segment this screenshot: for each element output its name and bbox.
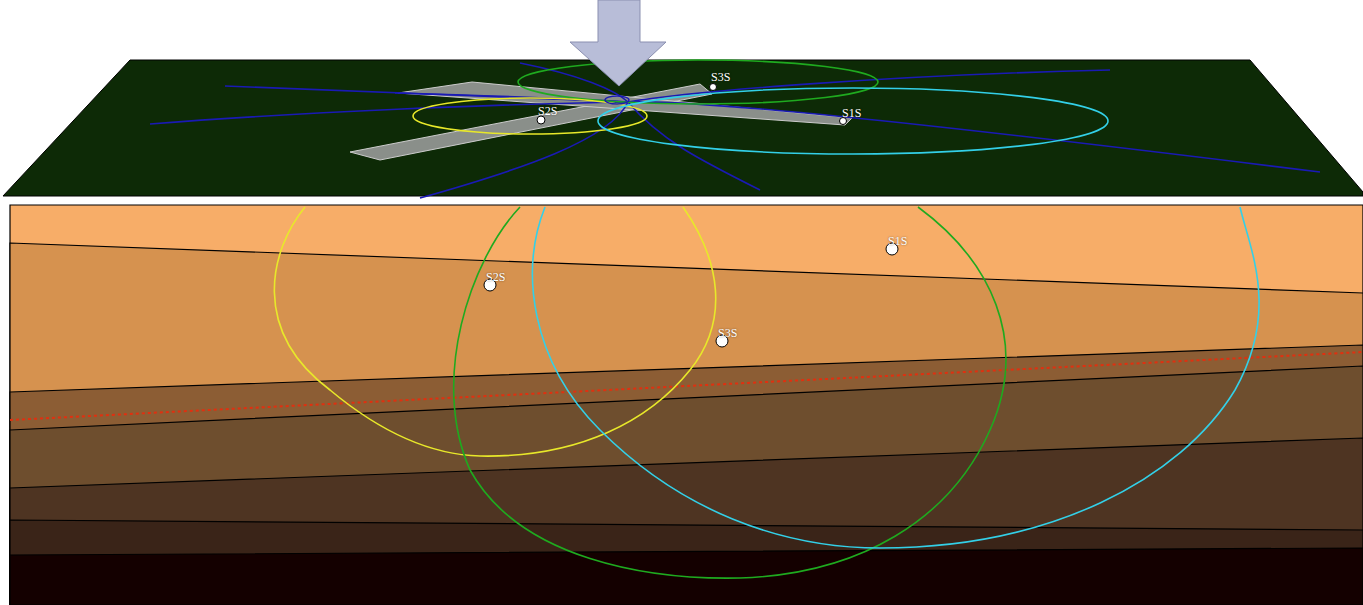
cyan-zone (533, 207, 1260, 548)
flow-lines (150, 63, 1320, 198)
station-label: S2S (538, 104, 557, 118)
station-label: S3S (718, 326, 737, 340)
strata (10, 205, 1363, 605)
station-dot (710, 84, 717, 91)
cyan-ellipse (598, 88, 1108, 154)
station-label: S1S (842, 106, 861, 120)
green-zone (454, 207, 1006, 578)
station-label: S2S (486, 270, 505, 284)
station-label: S3S (711, 70, 730, 84)
yellow-zone (274, 207, 715, 456)
water-table (10, 352, 1363, 420)
station-label: S1S (888, 234, 907, 248)
input-arrow (570, 0, 666, 86)
ground-surface (3, 60, 1363, 196)
source-ellipse (605, 96, 629, 104)
green-ellipse (518, 60, 878, 104)
